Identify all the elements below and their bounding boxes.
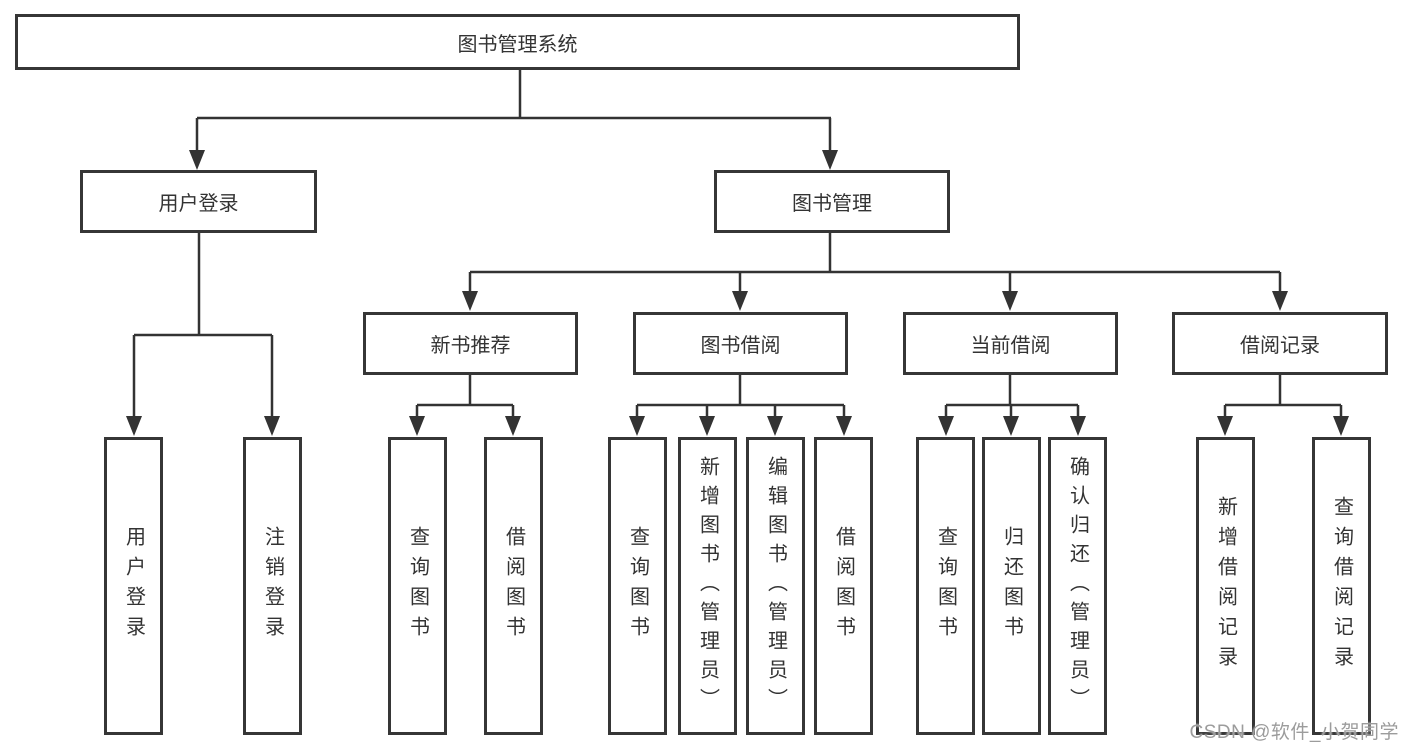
node-borrowing-records-label: 借阅记录 — [1240, 335, 1320, 357]
leaf-query-books-recommend: 查询图书 — [388, 437, 447, 735]
node-book-borrowing: 图书借阅 — [633, 312, 848, 375]
leaf-logout: 注销登录 — [243, 437, 302, 735]
leaf-query-books-current: 查询图书 — [916, 437, 975, 735]
node-user-login: 用户登录 — [80, 170, 317, 233]
leaf-user-login-label: 用户登录 — [122, 526, 145, 646]
node-user-login-label: 用户登录 — [158, 193, 239, 215]
leaf-edit-book-admin-label: 编辑图书（管理员） — [764, 455, 787, 717]
node-book-management: 图书管理 — [714, 170, 950, 233]
leaf-return-book: 归还图书 — [982, 437, 1041, 735]
csdn-watermark: CSDN @软件_小贺同学 — [1189, 722, 1399, 743]
leaf-confirm-return-admin-label: 确认归还（管理员） — [1066, 455, 1089, 717]
leaf-query-books-current-label: 查询图书 — [934, 526, 957, 646]
leaf-add-book-admin: 新增图书（管理员） — [678, 437, 737, 735]
node-book-borrowing-label: 图书借阅 — [700, 335, 781, 357]
node-current-borrowing-label: 当前借阅 — [970, 335, 1051, 357]
node-library-system-label: 图书管理系统 — [457, 33, 578, 56]
leaf-query-books-borrow: 查询图书 — [608, 437, 667, 735]
leaf-add-borrow-record: 新增借阅记录 — [1196, 437, 1255, 735]
node-new-book-recommendation-label: 新书推荐 — [430, 335, 511, 357]
leaf-add-book-admin-label: 新增图书（管理员） — [696, 455, 719, 717]
leaf-borrow-books: 借阅图书 — [814, 437, 873, 735]
leaf-borrow-books-label: 借阅图书 — [832, 526, 855, 646]
leaf-query-books-recommend-label: 查询图书 — [406, 526, 429, 646]
leaf-confirm-return-admin: 确认归还（管理员） — [1048, 437, 1107, 735]
leaf-borrow-books-recommend: 借阅图书 — [484, 437, 543, 735]
node-book-management-label: 图书管理 — [792, 193, 872, 215]
node-current-borrowing: 当前借阅 — [903, 312, 1118, 375]
leaf-user-login: 用户登录 — [104, 437, 163, 735]
leaf-borrow-books-recommend-label: 借阅图书 — [502, 526, 525, 646]
leaf-edit-book-admin: 编辑图书（管理员） — [746, 437, 805, 735]
leaf-query-borrow-record-label: 查询借阅记录 — [1330, 496, 1353, 676]
leaf-query-borrow-record: 查询借阅记录 — [1312, 437, 1371, 735]
node-borrowing-records: 借阅记录 — [1172, 312, 1388, 375]
leaf-return-book-label: 归还图书 — [1000, 526, 1023, 646]
leaf-logout-label: 注销登录 — [261, 526, 284, 646]
node-library-system: 图书管理系统 — [15, 14, 1020, 70]
leaf-add-borrow-record-label: 新增借阅记录 — [1214, 496, 1237, 676]
node-new-book-recommendation: 新书推荐 — [363, 312, 578, 375]
leaf-query-books-borrow-label: 查询图书 — [626, 526, 649, 646]
